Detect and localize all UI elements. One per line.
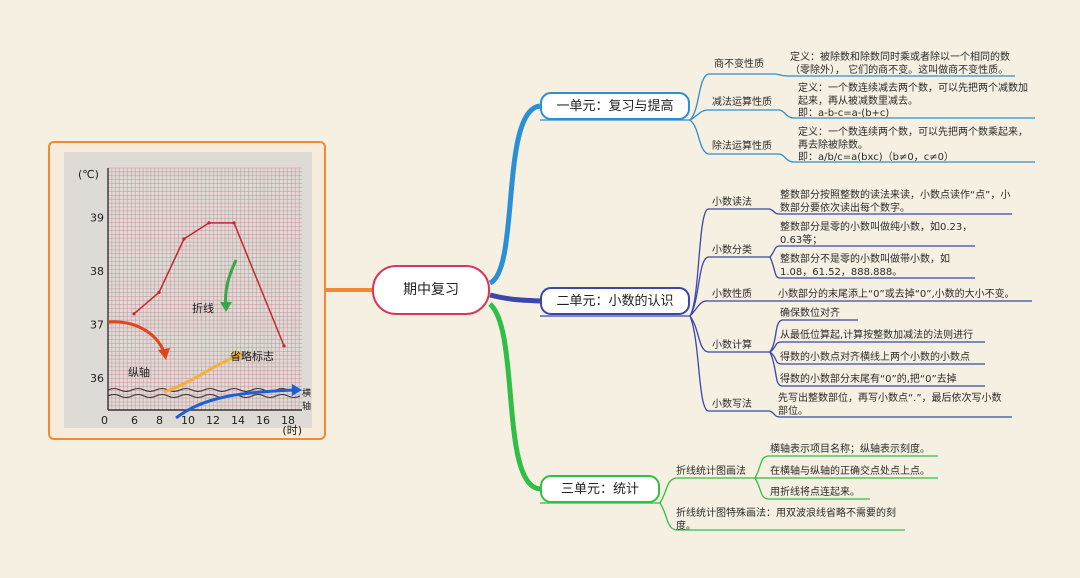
x-unit-label: (时): [282, 424, 302, 437]
topic-decimal-classification: 小数分类: [712, 245, 752, 256]
leaf-calc-lowest-digit: 从最低位算起,计算按整数加减法的法则进行: [780, 330, 974, 341]
topic-line-chart-special: 折线统计图特殊画法：用双波浪线省略不需要的刻度。: [676, 508, 896, 532]
data-point: [232, 221, 236, 225]
annotation-break: 省略标志: [230, 350, 274, 363]
connector-unit1: [488, 103, 541, 286]
topic-decimal-calculation: 小数计算: [712, 340, 752, 351]
arrow-x-axis-annotation: [175, 388, 295, 420]
x-tick-label: 16: [256, 414, 270, 427]
topic-decimal-property: 小数性质: [712, 289, 752, 300]
leaf-decimal-writing: 先写出整数部位，再写小数点“.”，最后依次写小数部位。: [778, 393, 1002, 417]
topic-decimal-reading: 小数读法: [712, 197, 752, 208]
leaf-axes-meaning: 横轴表示项目名称；纵轴表示刻度。: [770, 444, 930, 455]
annotation-line: 折线: [192, 302, 214, 315]
x-tick-label: 12: [206, 414, 220, 427]
y-tick-label: 37: [90, 319, 104, 332]
series-line: [133, 222, 285, 347]
unit2-node: 二单元：小数的认识: [540, 287, 690, 315]
arrow-y-axis-annotation: [107, 320, 166, 353]
leaf-mixed-decimal: 整数部分不是零的小数叫做带小数，如1.08，61.52，888.888。: [780, 254, 950, 278]
y-tick-label: 36: [90, 372, 104, 385]
data-point: [132, 312, 136, 316]
arrow-break-annotation: [163, 354, 239, 394]
x-tick-label: 10: [181, 414, 195, 427]
topic-line-chart-drawing: 折线统计图画法: [676, 466, 746, 477]
line-chart-photo: 36 37 38 39 0 6 8 10 12 14 16 18 (℃) (时) 折线 纵轴 省略标志…: [64, 152, 312, 437]
leaf-division-property: 定义：一个数连续两个数，可以先把两个数乘起来，再去除被除数。: [798, 127, 1028, 151]
leaf-subtraction-formula: 即：a-b-c=a-(b+c): [798, 108, 890, 119]
x-tick-label: 8: [156, 414, 163, 427]
unit1-node: 一单元：复习与提高: [540, 92, 690, 120]
leaf-quotient-invariance: 定义：被除数和除数同时乘或者除以一个相同的数（零除外）， 它们的商不变。这叫做商…: [790, 52, 1010, 76]
leaf-calc-align: 确保数位对齐: [780, 308, 840, 319]
topic-quotient-invariance: 商不变性质: [714, 59, 764, 70]
annotation-y-axis: 纵轴: [128, 366, 150, 379]
leaf-subtraction-property: 定义：一个数连续减去两个数，可以先把两个减数加起来，再从被减数里减去。: [798, 83, 1028, 107]
unit3-node: 三单元：统计: [540, 475, 660, 503]
x-tick-label: 6: [131, 414, 138, 427]
leaf-calc-point-align: 得数的小数点对齐横线上两个小数的小数点: [780, 352, 970, 363]
y-tick-label: 38: [90, 265, 104, 278]
arrow-break-annotation-head: [232, 350, 244, 362]
y-unit-label: (℃): [78, 168, 99, 181]
connector-unit3: [488, 302, 541, 492]
x-tick-label: 14: [231, 414, 245, 427]
center-node: 期中复习: [372, 265, 490, 315]
leaf-decimal-property: 小数部分的末尾添上“0”或去掉“0”,小数的大小不变。: [778, 289, 1015, 300]
axis-break-wave-2: [107, 393, 301, 399]
topic-decimal-writing: 小数写法: [712, 399, 752, 410]
leaf-calc-remove-zero: 得数的小数部分末尾有“0”的,把“0”去掉: [780, 374, 957, 385]
line-chart: 36 37 38 39 0 6 8 10 12 14 16 18: [90, 167, 302, 427]
leaf-decimal-reading: 整数部分按照整数的读法来读，小数点读作“点”，小数部分要依次读出每个数字。: [780, 190, 1011, 214]
line-chart-photo-card: 36 37 38 39 0 6 8 10 12 14 16 18 (℃) (时) 折线 纵轴 省略标志…: [48, 141, 326, 440]
x-tick-label: 18: [281, 414, 295, 427]
leaf-pure-decimal: 整数部分是零的小数叫做纯小数，如0.23，0.63等；: [780, 222, 973, 246]
data-point: [207, 221, 211, 225]
x-tick-label: 0: [101, 414, 108, 427]
y-tick-label: 39: [90, 212, 104, 225]
topic-subtraction-property: 减法运算性质: [712, 97, 772, 108]
data-point: [157, 290, 161, 294]
leaf-plot-points: 在横轴与纵轴的正确交点处点上点。: [770, 466, 930, 477]
topic-division-property: 除法运算性质: [712, 141, 772, 152]
leaf-connect-points: 用折线将点连起来。: [770, 487, 860, 498]
annotation-x-axis: 横轴: [302, 389, 312, 412]
data-point: [282, 344, 286, 348]
leaf-division-formula: 即：a/b/c=a(bxc)（b≠0，c≠0）: [798, 152, 954, 163]
arrow-line-annotation-head: [220, 302, 232, 312]
arrow-y-axis-annotation-head: [158, 348, 170, 360]
data-point: [182, 237, 186, 241]
connector-unit2: [489, 292, 541, 304]
grid-paper: [107, 167, 302, 411]
arrow-x-axis-annotation-head: [292, 384, 302, 396]
